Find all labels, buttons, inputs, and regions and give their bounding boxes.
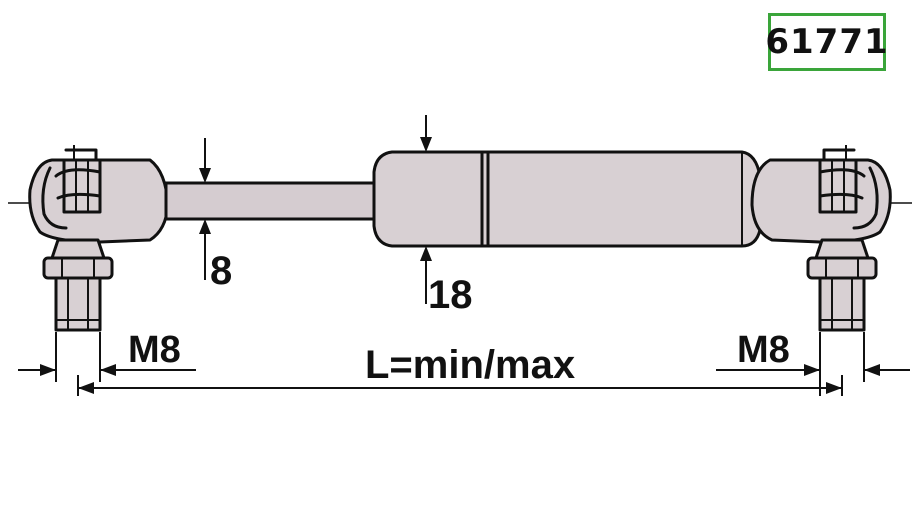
length-dimension: L=min/max	[77, 343, 843, 396]
rod-diameter-dimension: 8	[199, 138, 232, 293]
right-threaded-stud	[806, 238, 878, 332]
left-thread-dimension: M8	[18, 329, 196, 382]
rod-diameter-label: 8	[210, 249, 232, 293]
cylinder-body	[372, 150, 762, 248]
left-ball-socket	[28, 145, 170, 244]
left-threaded-stud	[42, 238, 114, 332]
right-ball-socket	[750, 145, 892, 244]
body-diameter-dimension: 18	[420, 115, 473, 317]
length-label: L=min/max	[365, 343, 575, 387]
right-thread-label: M8	[737, 329, 790, 371]
body-diameter-label: 18	[428, 273, 473, 317]
piston-rod	[164, 181, 382, 221]
left-thread-label: M8	[128, 329, 181, 371]
part-number: 61771	[765, 22, 889, 62]
part-number-box: 61771	[765, 13, 889, 71]
right-thread-dimension: M8	[716, 329, 910, 396]
